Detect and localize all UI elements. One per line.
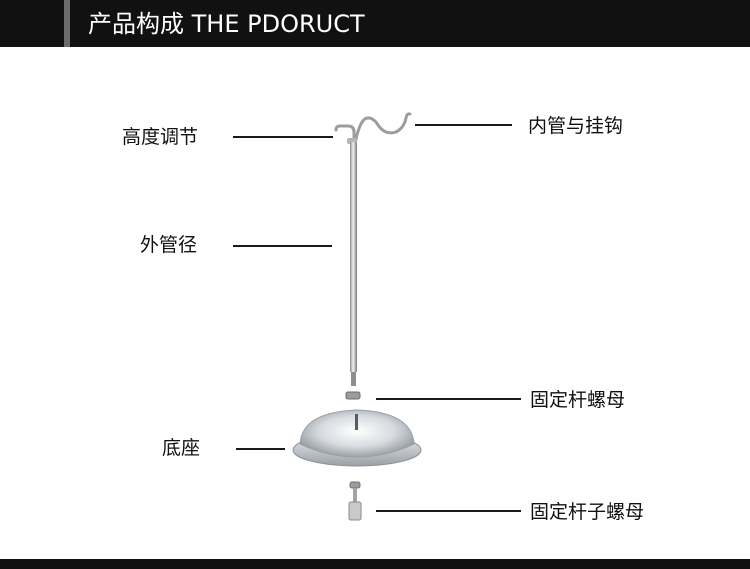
sub-screw-shaft: [353, 488, 357, 502]
leader-rod-sub-nut: [376, 510, 521, 512]
sub-nut-top: [349, 481, 361, 489]
sub-nut-bolt: [348, 501, 362, 521]
base-dome: [299, 409, 415, 458]
leader-base: [236, 448, 285, 450]
hook-assembly: [334, 112, 412, 144]
page-title: 产品构成 THE PDORUCT: [88, 10, 365, 38]
header-accent-bar: [64, 0, 70, 47]
label-inner-tube-hook: 内管与挂钩: [528, 115, 624, 137]
label-rod-nut: 固定杆螺母: [530, 389, 626, 411]
leader-outer-tube: [233, 245, 332, 247]
header-bar: [0, 0, 750, 47]
leader-height-adjust: [233, 136, 333, 138]
label-rod-sub-nut: 固定杆子螺母: [530, 501, 645, 523]
leader-rod-nut: [376, 398, 521, 400]
leader-inner-tube-hook: [415, 124, 512, 126]
rod-thread: [351, 372, 356, 386]
label-base: 底座: [162, 437, 201, 459]
label-height-adjust: 高度调节: [122, 126, 199, 148]
outer-tube: [350, 142, 357, 372]
footer-bar: [0, 559, 750, 569]
label-outer-tube: 外管径: [140, 234, 198, 256]
rod-nut: [345, 391, 361, 400]
base-hole: [355, 414, 358, 430]
